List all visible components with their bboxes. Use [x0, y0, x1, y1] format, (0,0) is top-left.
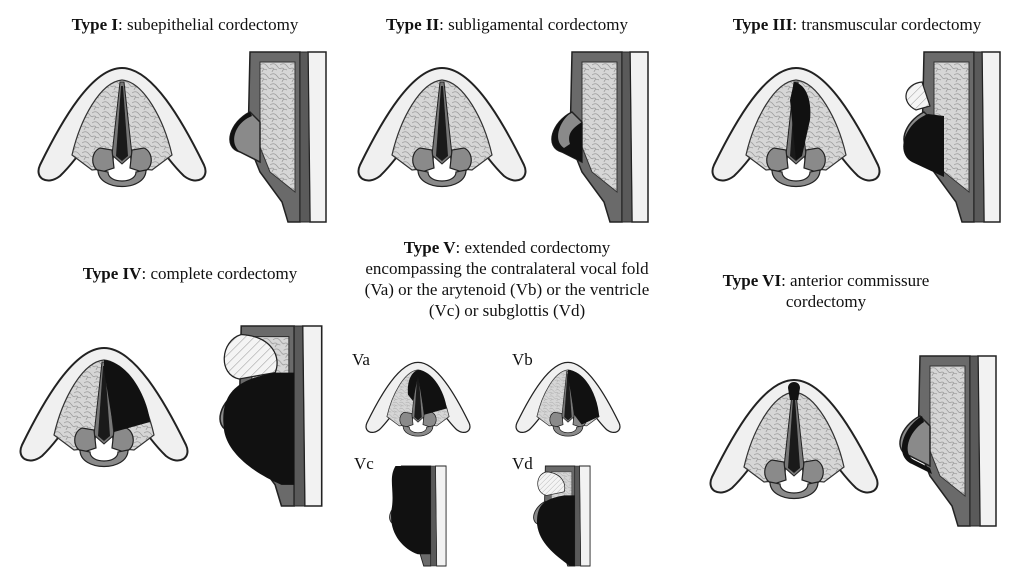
type-vi-axial-diagram [704, 372, 884, 512]
caption-type-i: Type I: subepithelial cordectomy [40, 14, 330, 35]
type-v-label: Type V [404, 238, 456, 257]
type-i-label: Type I [72, 15, 118, 34]
caption-type-v: Type V: extended cordectomy encompassing… [342, 237, 672, 321]
caption-type-iv: Type IV: complete cordectomy [55, 263, 325, 284]
type-vi-label: Type VI [723, 271, 781, 290]
type-iii-coronal-diagram [904, 48, 1004, 226]
type-vc-coronal-diagram [388, 466, 450, 566]
label-vd: Vd [512, 454, 533, 474]
type-ii-coronal-diagram [552, 48, 652, 226]
type-vi-desc: : anterior commissure [781, 271, 929, 290]
type-va-axial-diagram [362, 357, 474, 445]
type-ii-label: Type II [386, 15, 439, 34]
type-vd-coronal-diagram [532, 466, 594, 566]
type-iv-label: Type IV [83, 264, 142, 283]
type-iv-axial-diagram [14, 340, 194, 480]
type-vi-line-1: cordectomy [706, 291, 946, 312]
type-i-axial-diagram [32, 60, 212, 200]
caption-type-ii: Type II: subligamental cordectomy [362, 14, 652, 35]
type-ii-axial-diagram [352, 60, 532, 200]
type-v-desc: : extended cordectomy [455, 238, 610, 257]
type-v-line-1: encompassing the contralateral vocal fol… [342, 258, 672, 279]
type-iii-label: Type III [733, 15, 793, 34]
type-ii-desc: : subligamental cordectomy [439, 15, 628, 34]
label-vc: Vc [354, 454, 374, 474]
caption-type-vi: Type VI: anterior commissure cordectomy [706, 270, 946, 312]
type-vb-axial-diagram [512, 357, 624, 445]
type-iii-axial-diagram [706, 60, 886, 200]
type-i-coronal-diagram [230, 48, 330, 226]
type-vi-coronal-diagram [900, 352, 1000, 530]
caption-type-iii: Type III: transmuscular cordectomy [712, 14, 1002, 35]
type-i-desc: : subepithelial cordectomy [118, 15, 298, 34]
type-v-line-3: (Vc) or subglottis (Vd) [342, 300, 672, 321]
type-iv-desc: : complete cordectomy [141, 264, 297, 283]
type-v-line-2: (Va) or the arytenoid (Vb) or the ventri… [342, 279, 672, 300]
type-iii-desc: : transmuscular cordectomy [792, 15, 981, 34]
type-iv-coronal-diagram [218, 326, 328, 506]
